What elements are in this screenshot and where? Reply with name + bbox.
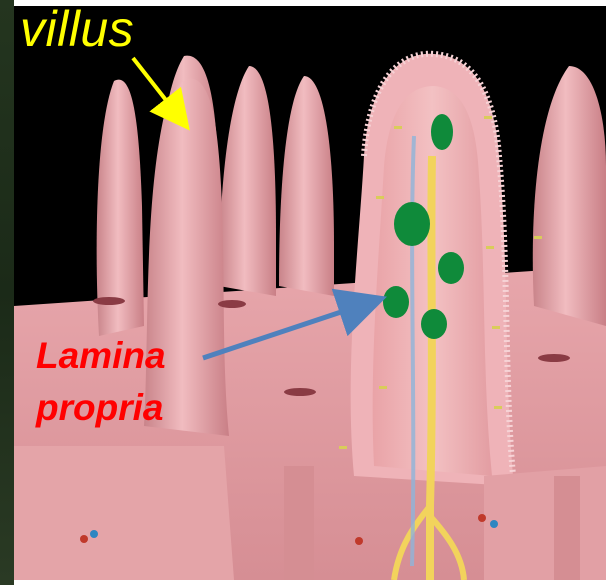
villus-label: villus	[20, 0, 134, 58]
lamina-label-line2: propria	[36, 382, 166, 434]
villus-arrow	[133, 58, 180, 118]
lamina-label-line1: Lamina	[36, 330, 166, 382]
lamina-propria-label: Lamina propria	[36, 330, 166, 434]
lamina-arrow	[203, 303, 368, 358]
